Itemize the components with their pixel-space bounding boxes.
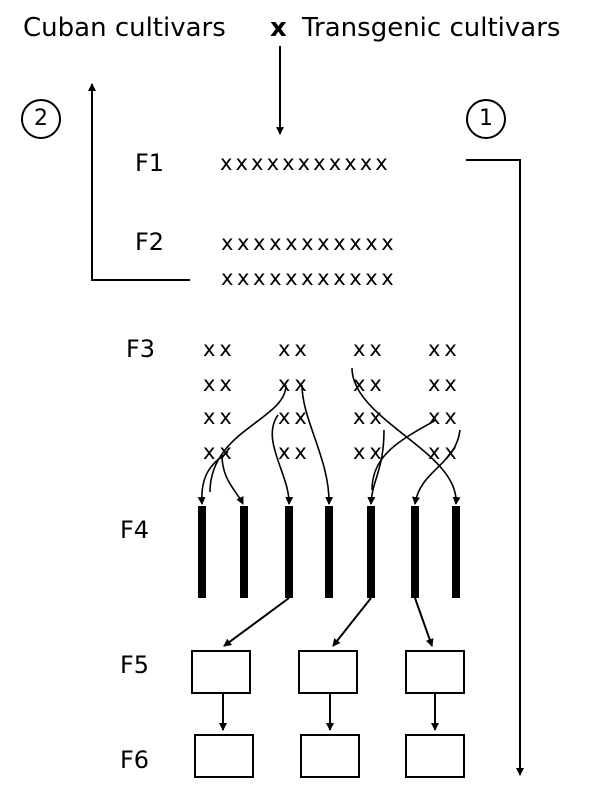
f3-pair: xx bbox=[428, 372, 461, 396]
f4-line-bar bbox=[367, 506, 375, 598]
f2-cross-row-1: xxxxxxxxxxx bbox=[221, 231, 398, 255]
f3-to-f4-curve bbox=[301, 384, 334, 505]
f3-pair: xx bbox=[428, 405, 461, 429]
f3-to-f4-curve bbox=[271, 414, 294, 505]
f6-box bbox=[194, 734, 254, 778]
f4-line-bar bbox=[325, 506, 333, 598]
f5-box bbox=[405, 650, 465, 694]
f3-pair: xx bbox=[353, 405, 386, 429]
f4-to-f5-arrow bbox=[332, 597, 372, 647]
f6-box bbox=[300, 734, 360, 778]
f3-to-f4-curve bbox=[371, 419, 437, 491]
f3-pair: xx bbox=[278, 440, 311, 464]
f4-to-f5-arrow bbox=[223, 597, 290, 647]
f3-pair: xx bbox=[428, 440, 461, 464]
f3-pair: xx bbox=[353, 337, 386, 361]
f5-box bbox=[298, 650, 358, 694]
f3-pair: xx bbox=[203, 372, 236, 396]
generation-label-f4: F4 bbox=[120, 516, 150, 544]
f3-pair: xx bbox=[203, 337, 236, 361]
f3-pair: xx bbox=[278, 337, 311, 361]
f4-line-bar bbox=[411, 506, 419, 598]
generation-label-f2: F2 bbox=[135, 228, 165, 256]
circle-label-2: 2 bbox=[21, 99, 61, 139]
circle-label-1: 1 bbox=[466, 99, 506, 139]
f3-pair: xx bbox=[203, 440, 236, 464]
f4-line-bar bbox=[240, 506, 248, 598]
f4-to-f5-arrow bbox=[414, 597, 434, 647]
f4-line-bar bbox=[452, 506, 460, 598]
f3-pair: xx bbox=[353, 440, 386, 464]
f5-box bbox=[191, 650, 251, 694]
generation-label-f1: F1 bbox=[135, 149, 165, 177]
f4-line-bar bbox=[198, 506, 206, 598]
f1-cross-row: xxxxxxxxxxx bbox=[220, 151, 391, 175]
f3-pair: xx bbox=[278, 405, 311, 429]
f2-cross-row-2: xxxxxxxxxxx bbox=[221, 266, 398, 290]
f3-pair: xx bbox=[203, 405, 236, 429]
f3-to-f4-curve bbox=[367, 429, 385, 505]
f3-to-f4-curve bbox=[209, 384, 287, 493]
f3-pair: xx bbox=[353, 372, 386, 396]
generation-label-f6: F6 bbox=[120, 746, 150, 774]
generation-label-f5: F5 bbox=[120, 651, 150, 679]
f3-to-f4-curve bbox=[197, 451, 229, 505]
generation-label-f3: F3 bbox=[126, 335, 156, 363]
f3-to-f4-curve bbox=[221, 454, 244, 505]
f3-pair: xx bbox=[428, 337, 461, 361]
path-2-return-arrow bbox=[88, 83, 190, 281]
cross-symbol: x bbox=[270, 13, 287, 43]
f3-to-f4-curve bbox=[351, 367, 461, 505]
f4-line-bar bbox=[285, 506, 293, 598]
f3-to-f4-curve bbox=[412, 429, 461, 505]
header-transgenic-cultivars: Transgenic cultivars bbox=[302, 13, 561, 43]
header-cuban-cultivars: Cuban cultivars bbox=[23, 13, 226, 43]
path-1-long-arrow bbox=[466, 159, 524, 776]
f6-box bbox=[405, 734, 465, 778]
